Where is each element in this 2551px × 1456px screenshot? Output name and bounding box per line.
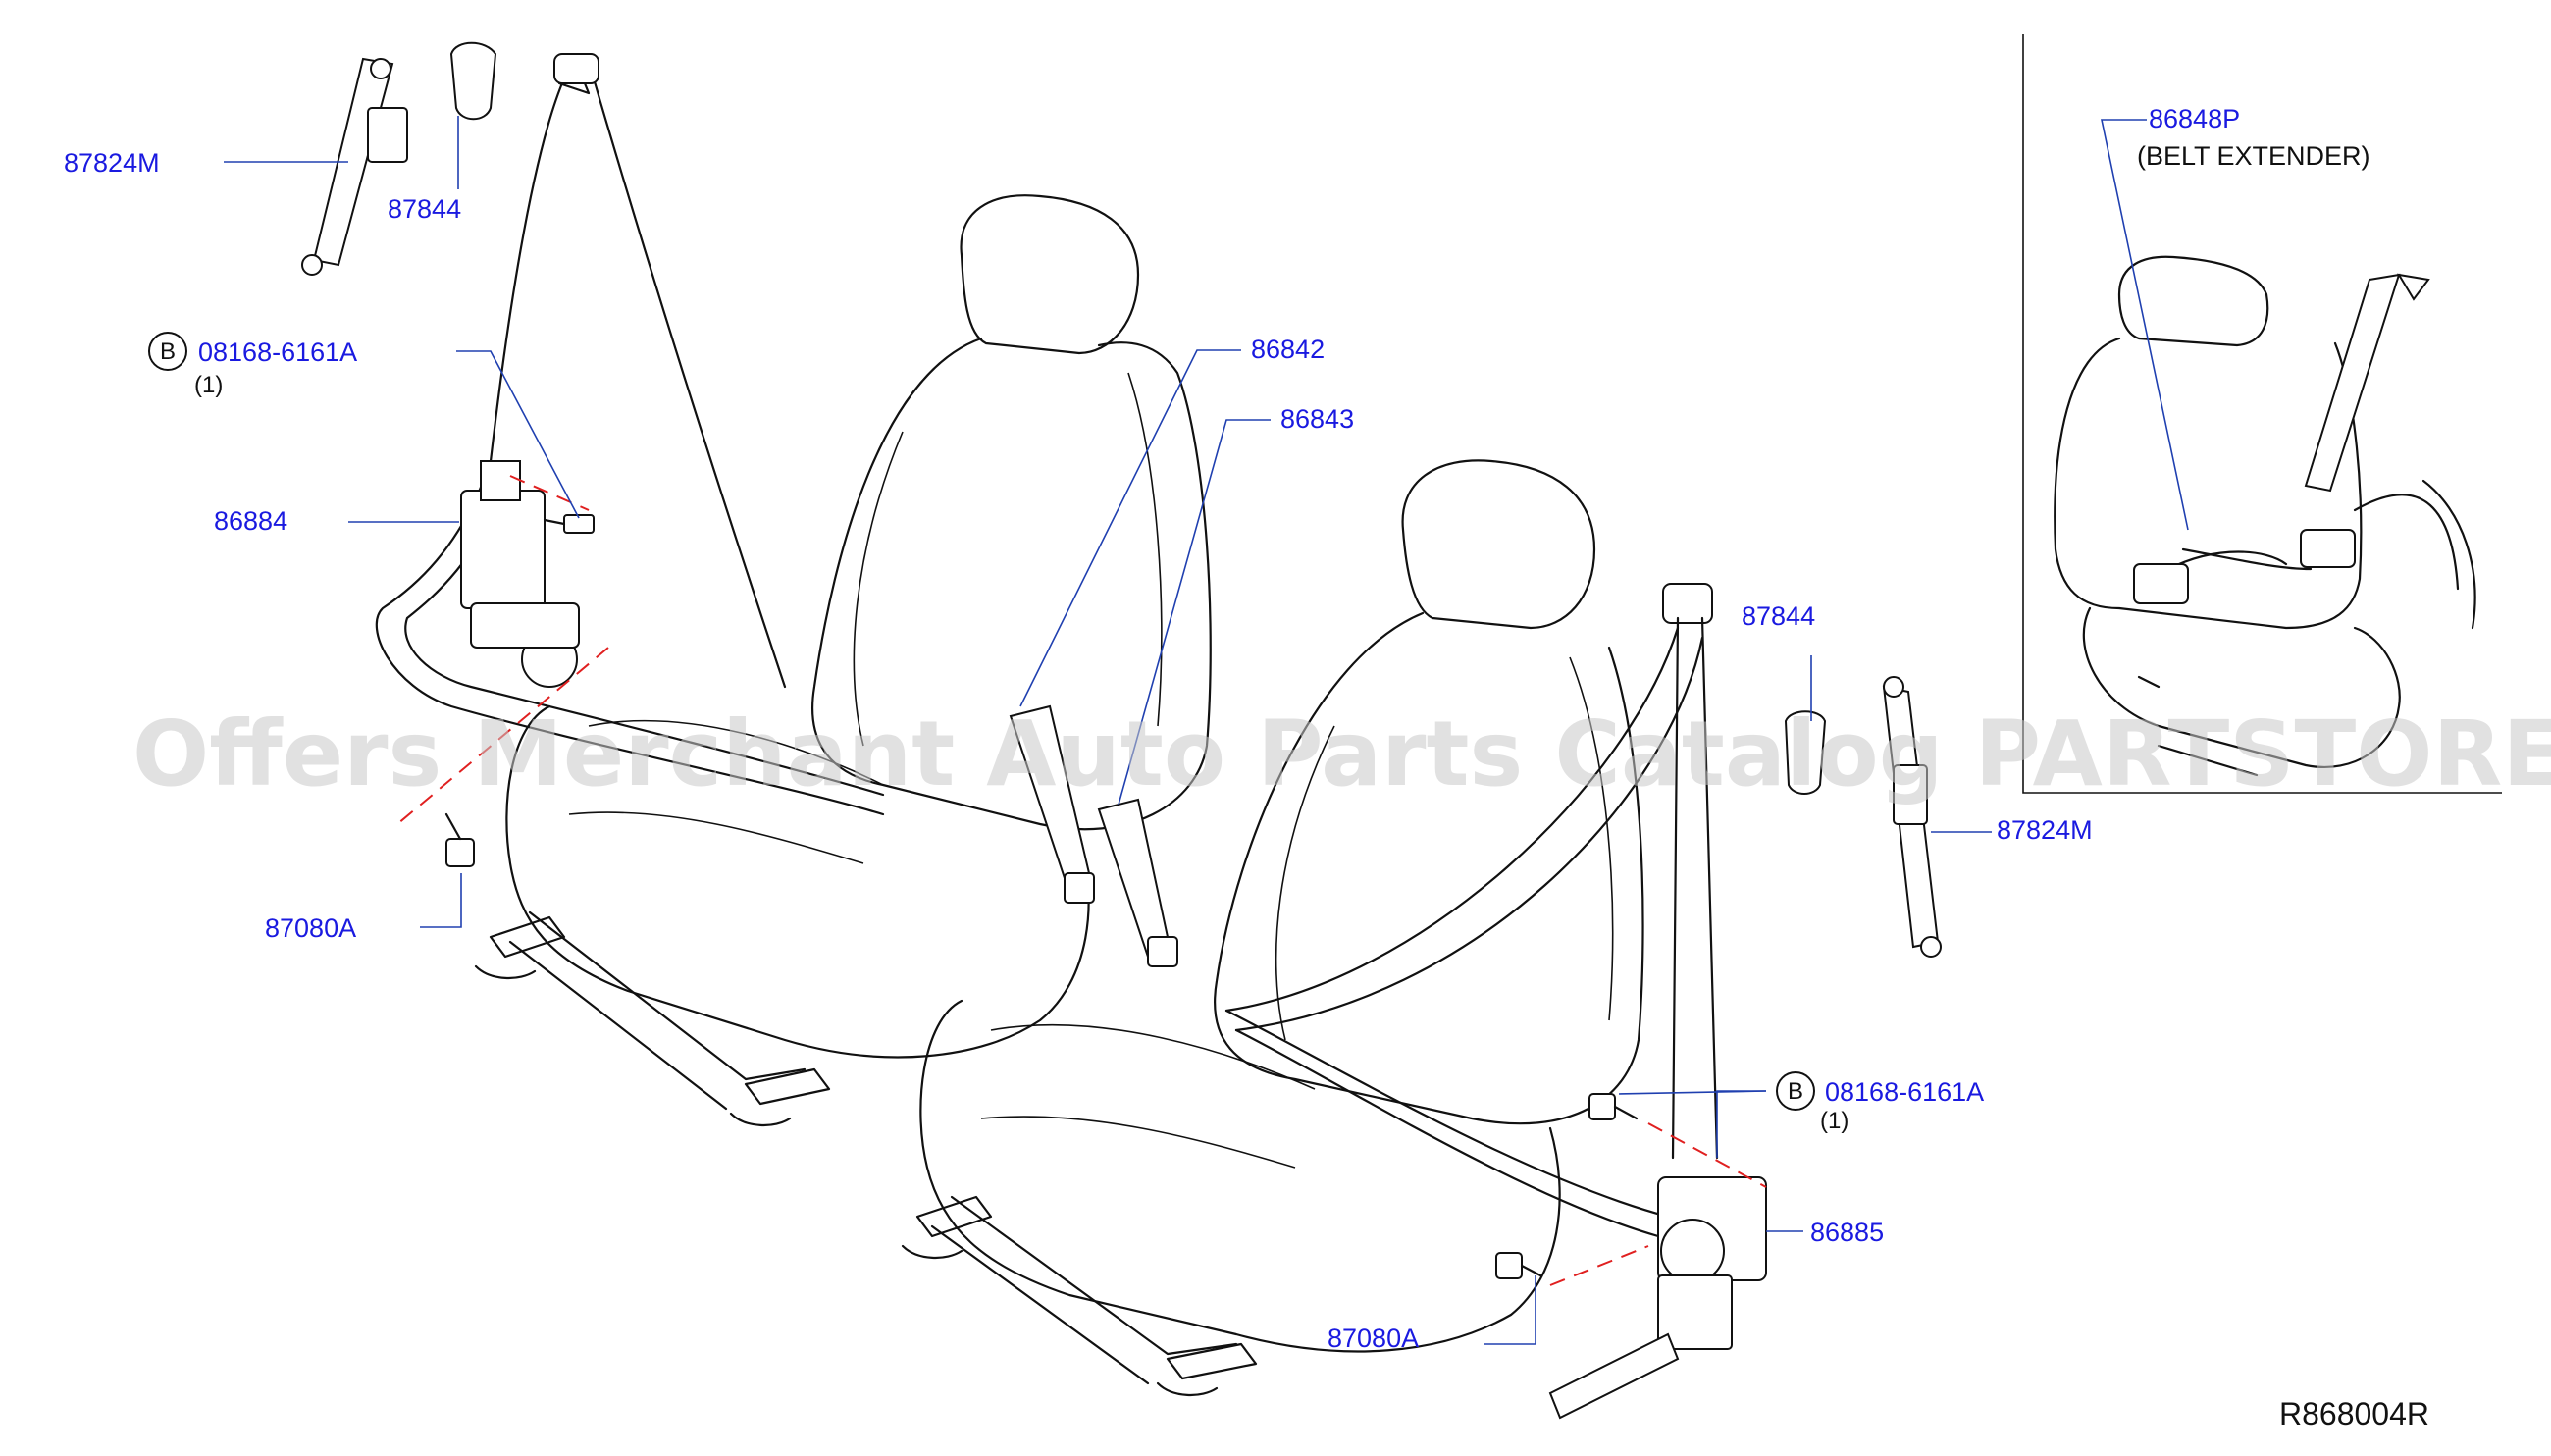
left-bolt-87080A: [444, 812, 475, 867]
label-87824M-left[interactable]: 87824M: [64, 148, 160, 178]
label-08168-6161A-right[interactable]: 08168-6161A: [1825, 1077, 1984, 1107]
label-86848P[interactable]: 86848P: [2149, 104, 2240, 133]
label-87080A-right[interactable]: 87080A: [1328, 1324, 1419, 1353]
belt-extender-inset: [2022, 34, 2502, 794]
right-retractor-86885: [1548, 1176, 1767, 1420]
right-dashed-line: [1549, 1122, 1767, 1286]
right-bolt-08168: [1588, 1093, 1639, 1120]
left-retractor-86884: [460, 460, 580, 688]
label-87844-right[interactable]: 87844: [1742, 601, 1815, 631]
label-86842[interactable]: 86842: [1251, 335, 1325, 364]
label-87824M-right[interactable]: 87824M: [1997, 815, 2093, 845]
left-bolt-08168: [543, 514, 595, 534]
right-seat: [901, 459, 1644, 1397]
left-dashed-line: [396, 475, 609, 825]
left-seat: [474, 194, 1212, 1127]
left-shoulder-belt: [375, 53, 885, 816]
label-86885[interactable]: 86885: [1810, 1218, 1884, 1247]
callout-b-right: [1776, 1071, 1815, 1111]
label-86843[interactable]: 86843: [1280, 404, 1354, 434]
callout-b-right-text: B: [1788, 1078, 1803, 1105]
label-belt-extender-note: (BELT EXTENDER): [2137, 141, 2370, 171]
watermark: Offers Merchant Auto Parts Catalog PARTS…: [132, 702, 2551, 806]
left-buckle-86843: [1097, 798, 1178, 967]
label-08168-qty-right: (1): [1820, 1108, 1848, 1134]
part-labels: 87824M 87844 B 08168-6161A (1) 86884 870…: [64, 104, 2370, 1353]
left-cover-87844: [449, 41, 497, 121]
right-bolt-87080A: [1495, 1252, 1542, 1279]
label-87080A-left[interactable]: 87080A: [265, 913, 356, 943]
label-08168-qty-left: (1): [194, 372, 223, 398]
label-08168-6161A-left[interactable]: 08168-6161A: [198, 338, 357, 367]
left-buckle-86842: [1009, 704, 1095, 904]
leader-lines: [224, 116, 2189, 1345]
label-86884[interactable]: 86884: [214, 506, 287, 536]
label-87844-left[interactable]: 87844: [388, 194, 461, 224]
diagram-code: R868004R: [2279, 1396, 2429, 1431]
callout-b-left-text: B: [160, 338, 176, 365]
left-adjuster-87824M: [301, 57, 408, 276]
callout-b-left: [148, 332, 187, 371]
right-cover-87844: [1784, 710, 1827, 795]
right-shoulder-belt: [1224, 583, 1719, 1238]
right-adjuster-87824M: [1882, 676, 1942, 958]
